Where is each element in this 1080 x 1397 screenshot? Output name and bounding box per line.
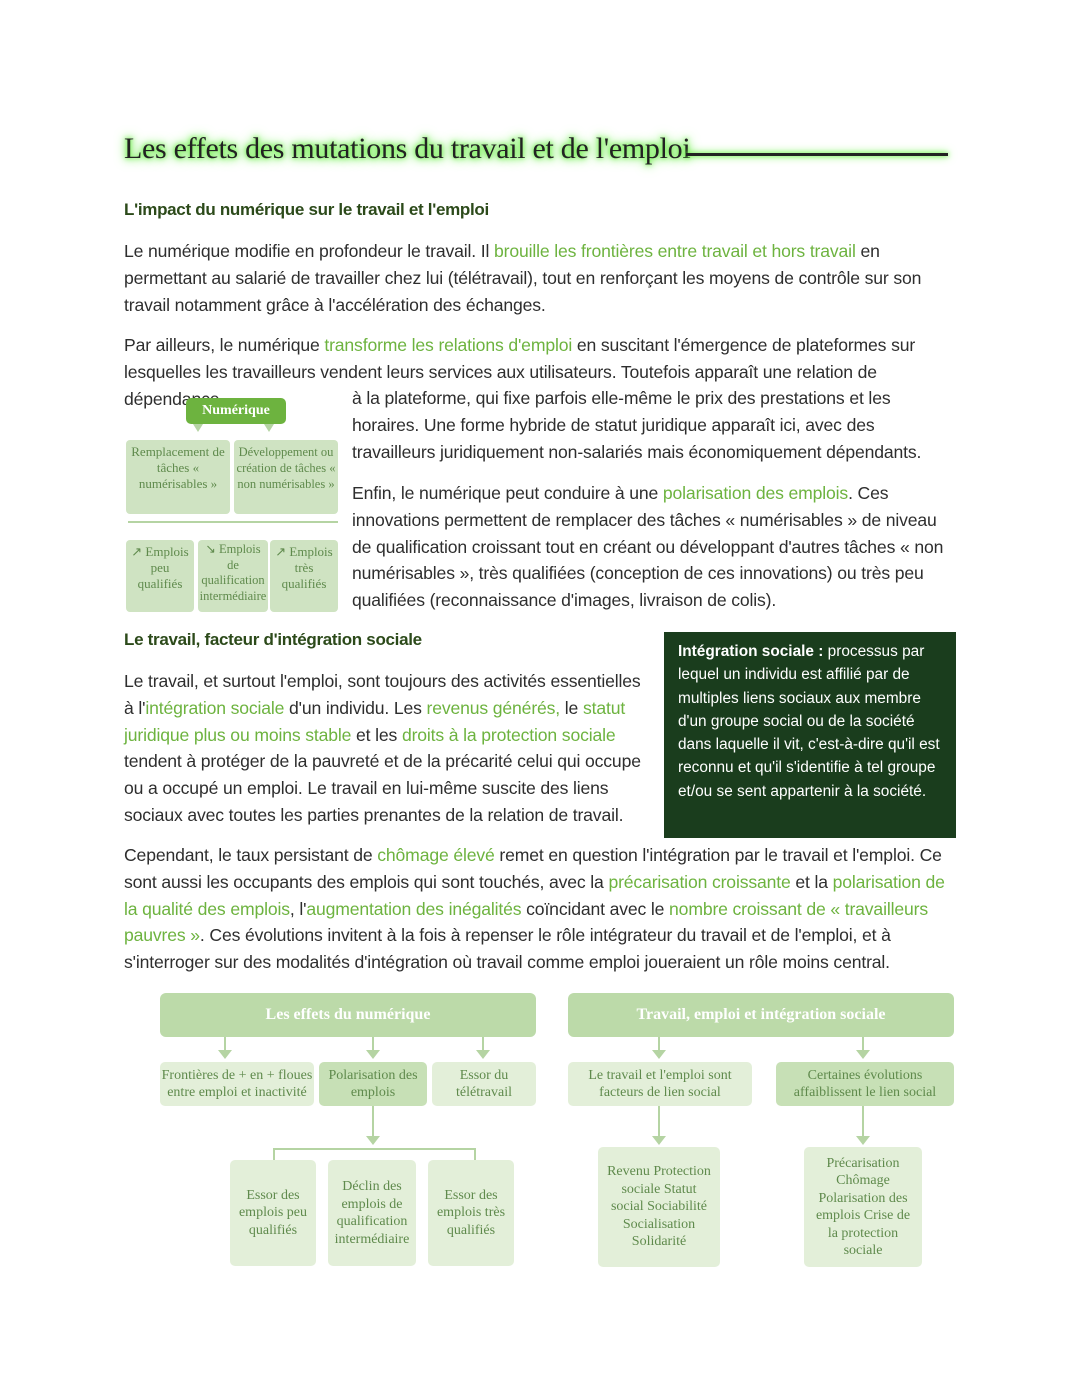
arrow-down-icon [856, 1136, 870, 1145]
highlight: précarisation croissante [608, 871, 791, 892]
box-essor-tres-qualifies: Essor des emplois très qualifiés [428, 1160, 514, 1266]
paragraph-1: Le numérique modifie en profondeur le tr… [124, 238, 956, 318]
diagram-box-remplacement: Remplacement de tâches « numérisables » [126, 440, 230, 514]
text: Cependant, le taux persistant de [124, 845, 378, 865]
box-lien-social: Le travail et l'emploi sont facteurs de … [568, 1062, 752, 1106]
definition-term: Intégration sociale : [678, 643, 824, 660]
connector [372, 1106, 374, 1136]
highlight: transforme les relations d'emploi [324, 335, 573, 355]
text: en permettant au salarié de travailler c… [124, 241, 922, 315]
text: le [560, 697, 583, 718]
box-teletravail: Essor du télétravail [432, 1062, 536, 1106]
connector [862, 1037, 864, 1050]
highlight: augmentation des inégalités [306, 898, 522, 919]
arrow-down-icon [652, 1136, 666, 1145]
text: d'un individu. Les [284, 697, 427, 718]
paragraph-2: Par ailleurs, le numérique transforme le… [124, 332, 956, 412]
highlight: statut juridique plus ou moins stable [124, 697, 626, 745]
diagram-box-tres-qualifies: ↗ Emplois très qualifiés [270, 540, 338, 612]
diagram-head-numerique: Numérique [186, 398, 286, 424]
highlight: nombre croissant de « travailleurs pauvr… [124, 898, 928, 946]
text: Le numérique modifie en profondeur le tr… [124, 241, 495, 261]
page-title: Les effets des mutations du travail et d… [124, 132, 691, 165]
connector [658, 1037, 660, 1050]
connector [658, 1106, 660, 1136]
highlight: droits à la protection sociale [401, 724, 616, 745]
highlight: intégration sociale [145, 697, 285, 718]
section-heading-numerique: L'impact du numérique sur le travail et … [124, 200, 489, 219]
arrow-down-icon [856, 1050, 870, 1059]
title-rule [686, 153, 948, 156]
arrow-down-icon [652, 1050, 666, 1059]
box-affaiblissent: Certaines évolutions affaiblissent le li… [776, 1062, 954, 1106]
section-heading-integration: Le travail, facteur d'intégration social… [124, 630, 422, 649]
highlight: revenus générés, [426, 697, 561, 718]
diagram-head-integration: Travail, emploi et intégration sociale [568, 993, 954, 1037]
text: Par ailleurs, le numérique [124, 335, 325, 355]
text: et les [351, 724, 402, 745]
text: tendent à protéger de la pauvreté et de … [124, 751, 641, 825]
box-frontieres: Frontières de + en + floues entre emploi… [160, 1062, 314, 1106]
arrow-down-icon [476, 1050, 490, 1059]
diagram-connector [128, 521, 338, 523]
text: remet en question l'intégration par le t… [124, 845, 942, 892]
definition-box: Intégration sociale : processus par lequ… [664, 632, 956, 838]
text: et la [790, 871, 833, 892]
connector [273, 1148, 476, 1150]
highlight: polarisation des emplois [662, 483, 849, 503]
text: Enfin, le numérique peut conduire à une [352, 483, 663, 503]
paragraph-3: Enfin, le numérique peut conduire à une … [352, 480, 956, 614]
arrow-down-icon [193, 424, 203, 432]
text: en suscitant l'émergence de plateformes … [124, 335, 916, 409]
highlight: brouille les frontières entre travail et… [494, 241, 856, 261]
arrow-down-icon [218, 1050, 232, 1059]
paragraph-5: Cependant, le taux persistant de chômage… [124, 842, 956, 976]
diagram-box-intermediaire: ↘ Emplois de qualification intermédiaire [198, 540, 268, 612]
connector [482, 1037, 484, 1050]
highlight: chômage élevé [377, 845, 495, 865]
connector [474, 1148, 476, 1160]
diagram-head-effets-numerique: Les effets du numérique [160, 993, 536, 1037]
box-essor-peu-qualifies: Essor des emplois peu qualifiés [230, 1160, 316, 1266]
highlight: polarisation de la qualité des emplois [124, 871, 945, 919]
text: Le travail, et surtout l'emploi, sont to… [124, 671, 641, 718]
paragraph-4: Le travail, et surtout l'emploi, sont to… [124, 668, 650, 829]
box-polarisation: Polarisation des emplois [319, 1062, 427, 1106]
definition-text: processus par lequel un individu est aff… [678, 643, 940, 800]
arrow-down-icon [366, 1136, 380, 1145]
paragraph-2-continued: à la plateforme, qui fixe parfois elle-m… [352, 388, 922, 462]
connector [224, 1037, 226, 1050]
box-declin-intermediaire: Déclin des emplois de qualification inte… [328, 1160, 416, 1266]
connector [273, 1148, 275, 1160]
text: . Ces évolutions invitent à la fois à re… [124, 925, 891, 973]
diagram-box-peu-qualifies: ↗ Emplois peu qualifiés [126, 540, 194, 612]
box-facteurs-integration: Revenu Protection sociale Statut social … [598, 1147, 720, 1267]
connector [372, 1037, 374, 1050]
text: , l' [289, 898, 307, 919]
text: . Ces innovations permettent de remplace… [352, 483, 944, 611]
text: coïncidant avec le [521, 898, 670, 919]
box-facteurs-fragilisation: Précarisation Chômage Polarisation des e… [804, 1147, 922, 1267]
arrow-down-icon [366, 1050, 380, 1059]
arrow-down-icon [264, 424, 274, 432]
connector [862, 1106, 864, 1136]
diagram-box-developpement: Développement ou création de tâches « no… [234, 440, 338, 514]
